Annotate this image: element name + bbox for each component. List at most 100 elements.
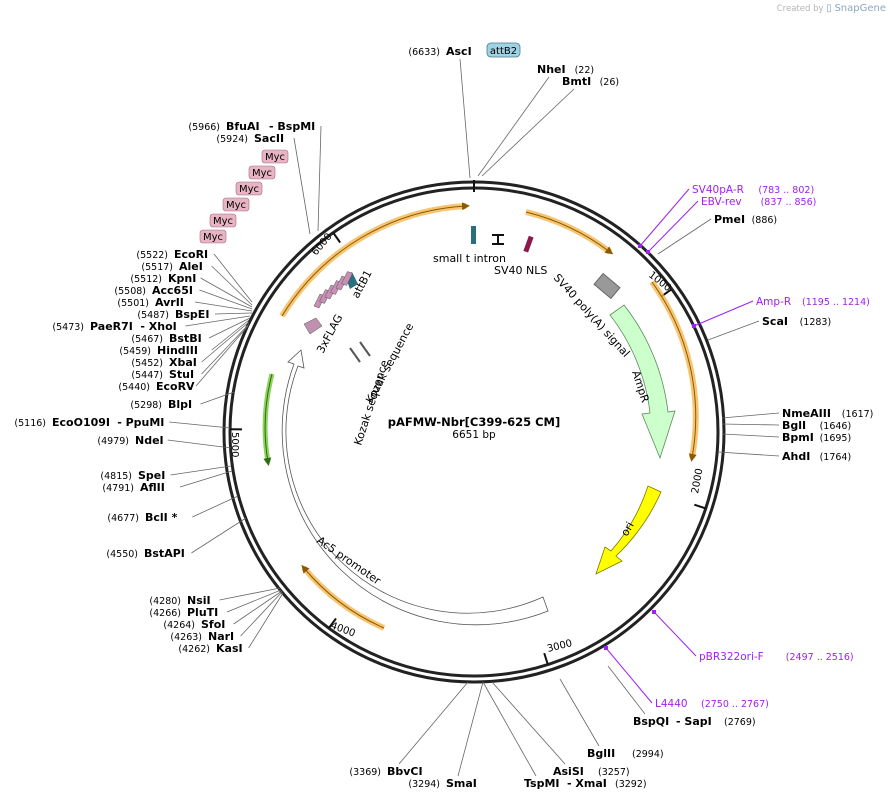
enzyme-name: BstAPI [144,547,185,560]
enzyme-connectors [167,58,780,777]
enzyme-site: (5522)EcoRI [136,248,208,261]
enzyme-position: (1764) [820,452,852,463]
primer-position: (2497 .. 2516) [786,652,854,663]
enzyme-name: EcoO109I [52,416,110,429]
flag-block [303,317,323,335]
orange-arc-line-3 [301,564,385,629]
enzyme-name: NsiI [187,594,211,607]
connector-line [194,301,253,312]
myc-label-5: Myc [203,232,223,243]
enzyme-site: (4262) KasI [178,642,242,655]
tick-label-5000: 5000 [229,432,240,457]
enzyme-position: (5487) [137,310,169,321]
enzyme-site: BglII(2994) [587,747,664,760]
enzyme-position: (3292) [615,779,647,790]
primer-connector [653,611,697,657]
enzyme-position: (5508) [114,286,146,297]
connector-line [191,517,247,554]
enzyme-position: (4677) [107,513,139,524]
created-by-credit: Created by ▯ SnapGene [777,3,886,14]
plasmid-name: pAFMW-Nbr[C399-625 CM] [388,415,561,429]
enzyme-name: BpmI [782,431,814,444]
enzyme-site: (5298)BlpI [130,398,192,411]
enzyme-site: (5473)PaeR7I- XhoI [52,320,176,333]
enzyme-site: NheI(22) [537,63,594,76]
myc-box-2 [235,181,263,196]
myc-box-3 [222,197,250,212]
enzyme-name: BmtI [562,75,591,88]
kozak-mark-2 [359,341,371,357]
enzyme-site: (4266)PluTI [149,606,218,619]
connector-line [179,470,233,488]
primer-connector [639,188,690,247]
enzyme-position: (1695) [820,433,852,444]
enzyme-site: BglI(1646) [782,419,851,432]
enzyme-position: (5512) [130,274,162,285]
connector-line [192,495,239,518]
connector-line [477,76,550,177]
enzyme-position: (4550) [106,549,138,560]
enzyme-name: BglII [587,747,615,760]
primer-connectors [604,188,754,704]
tick-mark-3000 [543,652,549,665]
enzyme-position: (26) [600,77,620,88]
enzyme-position: (5473) [52,322,84,333]
enzyme-site: TspMI- XmaI(3292) [524,777,647,790]
connector-line [398,681,469,765]
connector-line [607,665,646,715]
ac5-promoter-label: Ac5 promoter [314,534,383,588]
primer-position: (2750 .. 2767) [701,699,769,710]
connector-line [482,681,537,777]
connector-line [481,88,575,177]
enzyme-name: SpeI [138,469,165,482]
primer-name: L4440 [655,698,688,710]
enzyme-name: AleI [179,260,203,273]
myc-arrow-5 [341,271,353,286]
enzyme-position: (5522) [136,250,168,261]
primer-position: (783 .. 802) [758,185,814,196]
enzyme-name: AhdI [782,450,810,463]
enzyme-site: (4264)SfoI [163,618,225,631]
enzyme-site: (5924)SacII [216,132,284,145]
enzyme-position: (4262) [178,644,210,655]
connector-line [167,439,232,449]
enzyme-name: SfoI [201,618,225,631]
connector-line [208,317,251,339]
enzyme-position: (4266) [149,608,181,619]
connector-line [211,319,250,351]
enzyme-site: (4263)NarI [170,630,234,643]
enzyme-site: (4791)AflII [102,481,164,494]
enzyme-position: (5966) [188,122,220,133]
connector-line [169,421,231,429]
connector-line [721,423,780,426]
sv40-nls-label: SV40 NLS [494,264,547,277]
enzyme-position: (4979) [97,436,129,447]
primer-name: Amp-R [756,296,791,308]
primer-name: SV40pA-R [692,184,744,196]
primer-name: EBV-rev [701,196,742,208]
enzyme-position: (3257) [598,767,630,778]
enzyme-site: BspQI- SapI(2769) [633,715,756,728]
ac5-promoter-arrow [281,349,549,626]
connector-line [717,451,780,457]
connector-line [317,125,322,232]
enzyme-name: NheI [537,63,566,76]
enzyme-site: (5487) BspEI [137,308,209,321]
ori-arrow [595,485,662,575]
orange-arcs [279,202,699,631]
connector-line [201,323,250,375]
enzyme-name: BspEI [175,308,209,321]
enzyme-site: (3294)SmaI [408,777,477,790]
enzyme-name-secondary: - XmaI [567,777,607,790]
attb2-box [486,42,521,58]
enzyme-position: (5440) [118,382,150,393]
primer-marker [652,610,656,614]
enzyme-site: (5517)AleI [141,260,202,273]
enzyme-name: AsiSI [553,765,584,778]
connector-line [214,312,253,315]
myc-box-5 [199,229,227,244]
enzyme-site: (4815)SpeI [100,469,165,482]
enzyme-name: KasI [216,642,243,655]
